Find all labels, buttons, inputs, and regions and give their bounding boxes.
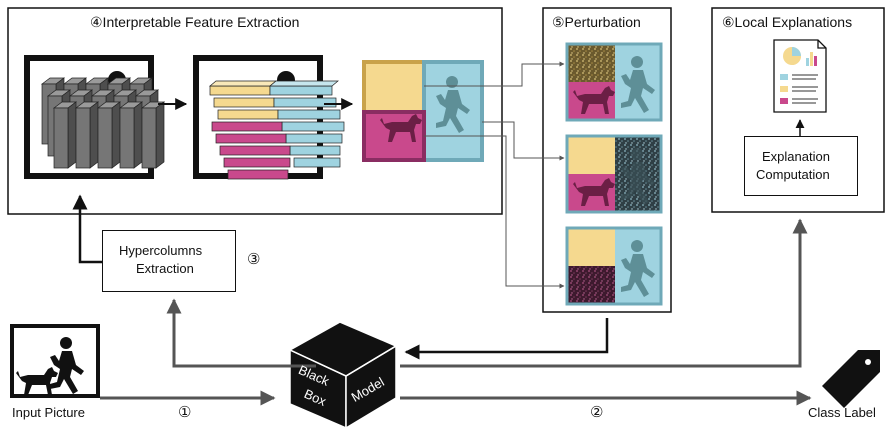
document-icon <box>773 39 827 113</box>
black-box-model-cube <box>288 321 398 428</box>
perturbed-sample-2 <box>565 134 663 214</box>
bar-chart-icon <box>806 52 817 66</box>
input-picture-label: Input Picture <box>12 405 85 420</box>
feature-map-stack-clustered <box>193 55 345 180</box>
step-3-label: ③ <box>247 251 261 268</box>
step-2-label: ② <box>590 404 604 421</box>
input-picture <box>10 324 100 398</box>
explanation-line2: Computation <box>756 167 830 182</box>
step-1-label: ① <box>178 404 192 421</box>
local-explanations-title: ⑥Local Explanations <box>722 14 853 30</box>
arrow-perturbation-to-model <box>404 318 609 360</box>
class-label-label: Class Label <box>808 405 876 420</box>
arrow-hypercolumns-to-features <box>72 194 102 264</box>
segmented-image <box>362 60 484 162</box>
segment-connectors <box>424 61 565 289</box>
hypercolumns-line2: Extraction <box>136 261 194 276</box>
hypercolumns-line1: Hypercolumns <box>119 243 203 258</box>
perturbation-title: ⑤Perturbation <box>552 14 641 30</box>
perturbed-sample-3 <box>565 226 663 306</box>
perturbed-sample-1 <box>565 42 663 122</box>
feature-map-stack-gray <box>24 55 165 179</box>
explanation-computation-box <box>744 136 858 196</box>
pie-chart-icon <box>783 47 801 65</box>
tag-icon <box>822 350 880 408</box>
explanation-line1: Explanation <box>762 149 830 164</box>
hypercolumns-extraction-box <box>102 230 236 292</box>
feature-extraction-title: ④Interpretable Feature Extraction <box>90 14 300 30</box>
main-flow-arrows <box>100 218 812 406</box>
